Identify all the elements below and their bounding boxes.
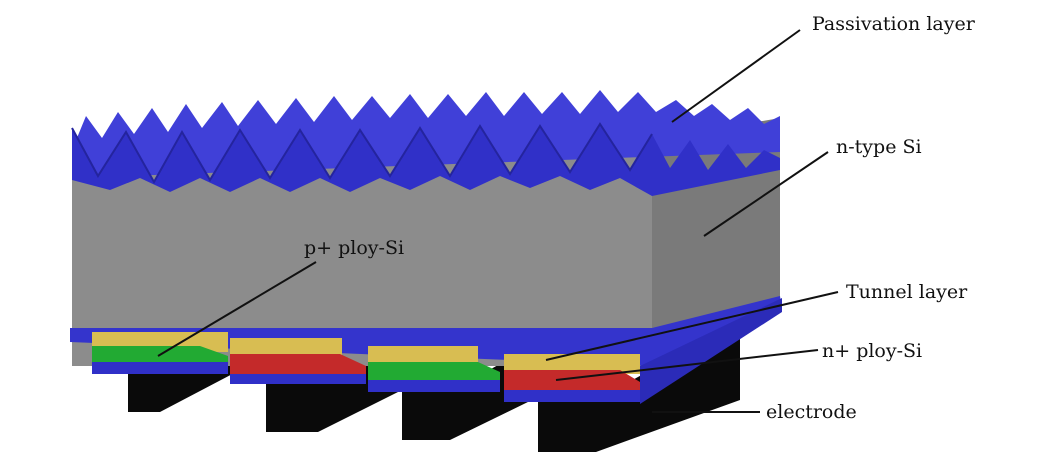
- leader-nploy: [555, 349, 819, 381]
- tunnel-layer: [504, 354, 640, 374]
- rear-passivation-bottom: [92, 362, 228, 374]
- rear-passivation-side: [640, 298, 782, 404]
- passivation-front-row: [72, 124, 780, 196]
- leader-tunnel: [545, 291, 839, 361]
- label-electrode: electrode: [766, 401, 857, 423]
- rear-passivation-bottom: [230, 374, 366, 384]
- tunnel-layer: [368, 346, 478, 366]
- rear-layers: [70, 296, 782, 404]
- label-passivation: Passivation layer: [812, 13, 976, 35]
- leader-pploy: [157, 261, 317, 357]
- n-poly-si: [230, 354, 366, 378]
- p-poly-si: [92, 346, 228, 366]
- label-ntype: n-type Si: [836, 136, 922, 158]
- passivation-texture: [71, 90, 780, 196]
- electrode-bar: [402, 346, 532, 440]
- label-pploy: p+ ploy-Si: [304, 237, 404, 259]
- rear-passivation-bottom: [368, 380, 500, 392]
- leader-ntype: [703, 151, 829, 237]
- rear-passivation-bottom: [504, 390, 640, 402]
- leader-lines: [157, 29, 839, 413]
- label-nploy: n+ ploy-Si: [822, 340, 922, 362]
- silicon-front-face: [72, 150, 652, 366]
- tunnel-layer: [230, 338, 342, 358]
- label-tunnel: Tunnel layer: [846, 281, 968, 303]
- passivation-ridge: [71, 122, 653, 185]
- leader-passivation: [671, 29, 801, 123]
- p-poly-si: [368, 362, 500, 384]
- labels: Passivation layer n-type Si p+ ploy-Si T…: [304, 13, 976, 423]
- n-poly-si: [504, 370, 640, 394]
